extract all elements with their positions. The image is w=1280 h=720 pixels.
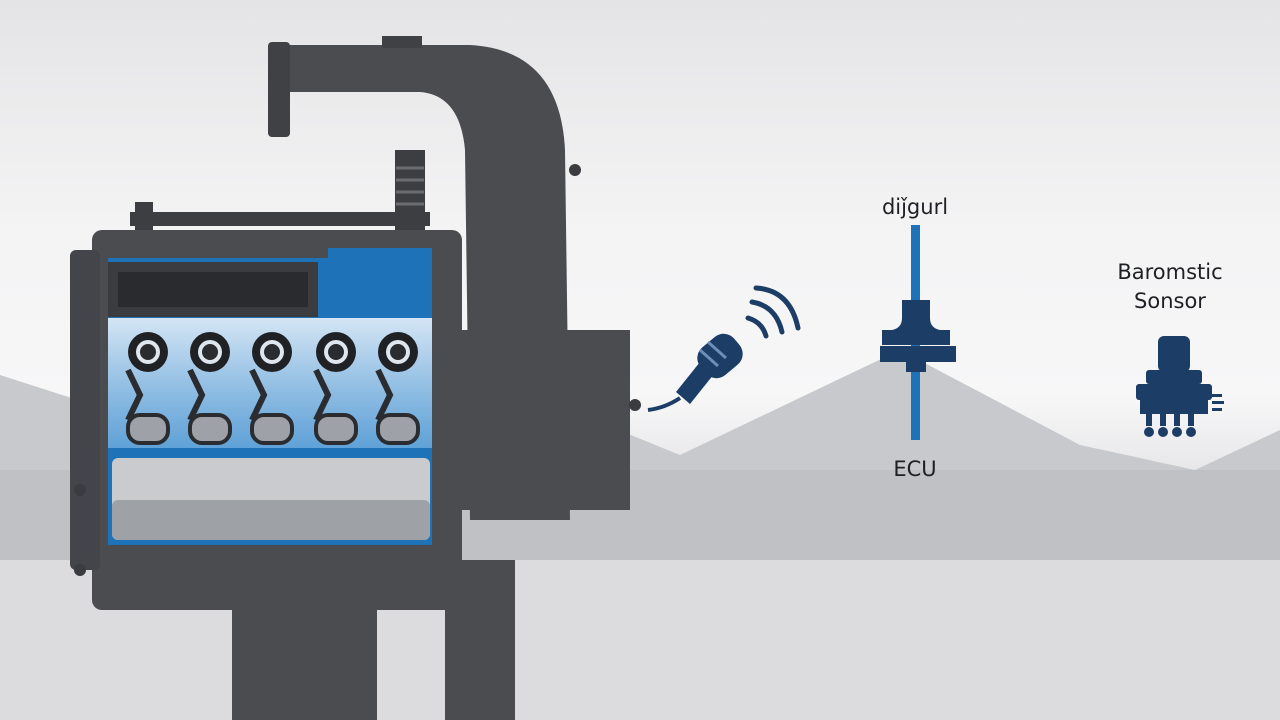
barometric-sensor-icon	[1136, 336, 1224, 437]
barometric-label-line1: Baromstic	[1117, 260, 1223, 284]
signal-waves-icon	[745, 285, 801, 339]
ecu-label: ECU	[893, 457, 937, 481]
engine-icon	[70, 36, 641, 720]
barometric-label-line2: Sonsor	[1134, 289, 1206, 314]
top-sensor-label: diǰgurl	[881, 195, 949, 219]
cylinder-row	[125, 332, 420, 445]
ecu-sensor-icon	[880, 225, 956, 440]
knock-sensor-icon	[647, 333, 743, 412]
barometric-sensor-label: Baromstic Sonsor	[1085, 260, 1255, 314]
